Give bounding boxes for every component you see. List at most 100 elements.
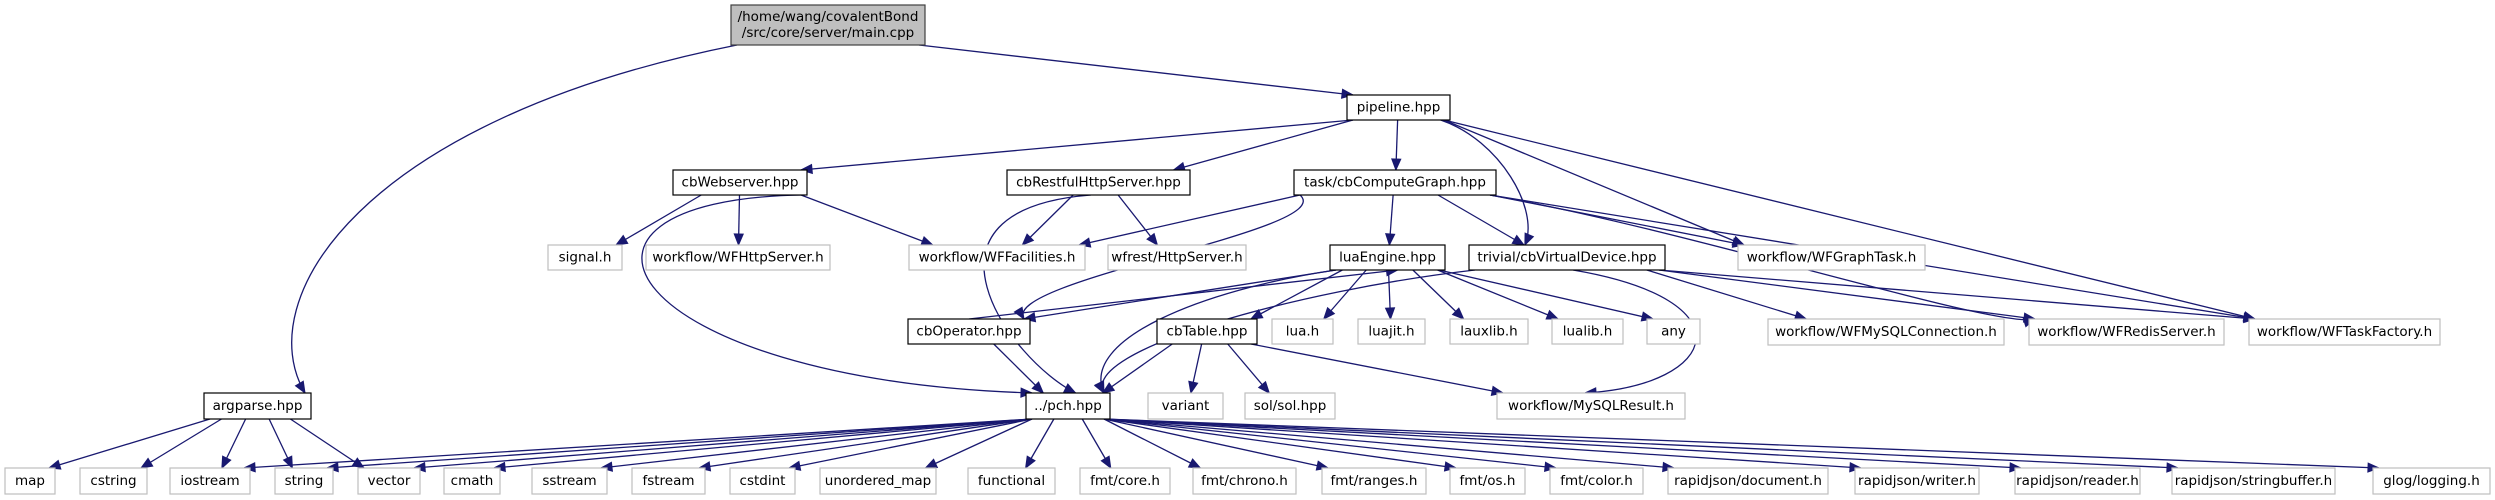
node-label: variant	[1162, 398, 1210, 414]
node-label: glog/logging.h	[2383, 473, 2480, 489]
node-iostream: iostream	[169, 467, 251, 495]
node-WFRedisServer: workflow/WFRedisServer.h	[2028, 318, 2225, 346]
node-main[interactable]: /home/wang/covalentBond/src/core/server/…	[730, 4, 926, 46]
node-label: workflow/WFMySQLConnection.h	[1775, 324, 1997, 340]
node-box	[443, 467, 501, 495]
edge-cbOperator-to-luaEngine	[968, 269, 1398, 320]
node-box[interactable]	[1468, 244, 1666, 271]
node-label: cstdint	[740, 473, 786, 489]
arrowhead-cbWebserver-to-signal	[614, 234, 629, 246]
node-label: argparse.hpp	[213, 398, 303, 414]
node-label: fstream	[642, 473, 694, 489]
node-label: rapidjson/document.h	[1674, 473, 1822, 489]
node-box	[1737, 244, 1926, 271]
node-label: rapidjson/writer.h	[1858, 473, 1976, 489]
node-box	[1551, 318, 1624, 345]
node-cbTable[interactable]: cbTable.hpp	[1156, 318, 1258, 345]
node-label: any	[1661, 324, 1686, 340]
edge-pch-to-rjstringbuffer	[1103, 418, 2179, 469]
node-WFHttpServer: workflow/WFHttpServer.h	[645, 244, 831, 271]
node-vector: vector	[357, 467, 421, 495]
node-luajit: luajit.h	[1357, 318, 1426, 345]
node-pipeline[interactable]: pipeline.hpp	[1346, 94, 1451, 121]
node-box[interactable]	[1006, 169, 1191, 196]
node-box	[967, 467, 1056, 495]
arrowhead-cbWebserver-to-WFFacilities	[920, 236, 934, 246]
edge-cbOperator-to-pch	[993, 343, 1044, 394]
edge-pch-to-iostream	[243, 418, 1033, 469]
node-label: workflow/WFHttpServer.h	[652, 250, 823, 266]
node-box[interactable]	[907, 318, 1031, 345]
node-label: iostream	[180, 473, 239, 489]
edge-pch-to-vector	[413, 418, 1033, 469]
edge-cbComputeGraph-to-cbVirtualDevice	[1437, 194, 1525, 246]
node-argparse[interactable]: argparse.hpp	[203, 392, 312, 420]
edge-cbComputeGraph-to-WFFacilities	[1078, 194, 1301, 246]
edge-argparse-to-map	[48, 418, 211, 469]
node-sstream: sstream	[531, 467, 608, 495]
edge-pch-to-rjwriter	[1103, 418, 1862, 469]
node-label: sol/sol.hpp	[1254, 398, 1327, 414]
node-box	[819, 467, 937, 495]
node-box	[1646, 318, 1701, 345]
node-box[interactable]	[1329, 244, 1446, 271]
edge-cbTable-to-pch	[1102, 343, 1173, 394]
node-rjstringbuffer: rapidjson/stringbuffer.h	[2171, 467, 2336, 495]
node-label: cbTable.hpp	[1167, 324, 1248, 340]
node-label: fmt/color.h	[1560, 473, 1633, 489]
arrowhead-argparse-to-iostream	[221, 455, 232, 470]
node-cbComputeGraph[interactable]: task/cbComputeGraph.hpp	[1293, 169, 1497, 196]
edge-pipeline-to-WFTaskFactory	[1443, 119, 2256, 320]
node-label: task/cbComputeGraph.hpp	[1304, 175, 1486, 191]
node-box[interactable]	[1025, 392, 1111, 420]
node-label: fmt/chrono.h	[1201, 473, 1288, 489]
edge-pch-to-sstream	[600, 418, 1033, 469]
arrowhead-cbRestful-to-WFFacilities	[1021, 233, 1035, 246]
arrowhead-pipeline-to-cbComputeGraph	[1391, 158, 1402, 172]
node-box[interactable]	[1346, 94, 1451, 121]
arrowhead-argparse-to-string	[282, 455, 293, 470]
node-box	[1321, 467, 1427, 495]
node-box	[2372, 467, 2491, 495]
node-luaEngine[interactable]: luaEngine.hpp	[1329, 244, 1446, 271]
edge-pch-to-fmtranges	[1103, 418, 1329, 469]
node-fmtos: fmt/os.h	[1449, 467, 1526, 495]
edge-main-to-argparse	[291, 44, 738, 394]
node-label: luajit.h	[1368, 324, 1414, 340]
node-cbRestful[interactable]: cbRestfulHttpServer.hpp	[1006, 169, 1191, 196]
node-box[interactable]	[730, 4, 926, 46]
edge-cbVirtualDevice-to-WFMySQLConnection	[1646, 269, 1807, 320]
node-label: cmath	[451, 473, 494, 489]
node-cbVirtualDevice[interactable]: trivial/cbVirtualDevice.hpp	[1468, 244, 1666, 271]
node-box	[631, 467, 706, 495]
node-box[interactable]	[1156, 318, 1258, 345]
node-cbWebserver[interactable]: cbWebserver.hpp	[672, 169, 808, 196]
node-label: signal.h	[559, 250, 612, 266]
node-label: string	[285, 473, 324, 489]
edge-pch-to-fmtchrono	[1103, 418, 1201, 469]
edge-pch-to-string	[326, 418, 1033, 469]
node-box[interactable]	[1293, 169, 1497, 196]
edge-pch-to-cstdint	[788, 418, 1033, 469]
node-cmath: cmath	[443, 467, 501, 495]
arrowhead-luaEngine-to-lauxlib	[1451, 307, 1465, 320]
edge-pipeline-to-cbRestful	[1173, 119, 1354, 171]
node-any: any	[1646, 318, 1701, 345]
edge-pch-to-glog	[1103, 418, 2380, 469]
node-box[interactable]	[672, 169, 808, 196]
arrowhead-pch-to-functional	[1024, 455, 1036, 470]
node-label: luaEngine.hpp	[1339, 250, 1436, 266]
node-cbOperator[interactable]: cbOperator.hpp	[907, 318, 1031, 345]
edge-main-to-pipeline	[918, 44, 1354, 96]
edges-layer	[47, 44, 2381, 473]
node-box	[4, 467, 56, 495]
node-box	[1244, 392, 1336, 420]
node-label: vector	[368, 473, 411, 489]
node-pch[interactable]: ../pch.hpp	[1025, 392, 1111, 420]
node-map: map	[4, 467, 56, 495]
node-box[interactable]	[203, 392, 312, 420]
node-box	[2028, 318, 2225, 346]
node-label: pipeline.hpp	[1357, 100, 1441, 116]
node-box	[1357, 318, 1426, 345]
